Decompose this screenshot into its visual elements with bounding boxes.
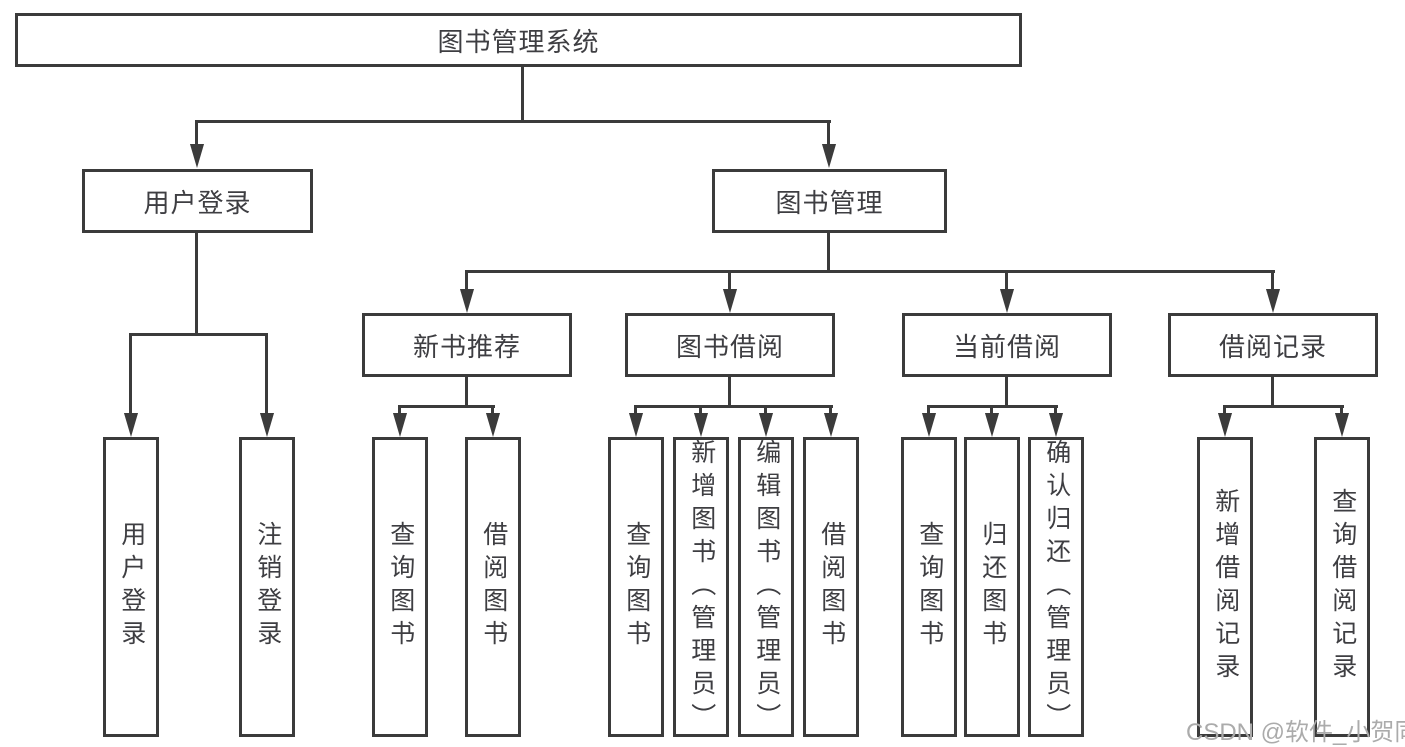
connector-line — [129, 333, 132, 415]
leaf-return-books-label: 归还图书 — [978, 521, 1007, 653]
arrow-down-icon — [921, 413, 937, 437]
arrow-down-icon — [459, 289, 475, 313]
connector-line — [195, 233, 198, 335]
leaf-confirm-return-admin: 确认归还（管理员） — [1028, 437, 1084, 737]
connector-line — [1223, 405, 1344, 408]
connector-line — [1005, 377, 1008, 408]
connector-line — [764, 405, 767, 417]
leaf-edit-books-admin: 编辑图书（管理员） — [738, 437, 794, 737]
connector-line — [265, 333, 268, 415]
connector-line — [829, 405, 832, 417]
arrow-down-icon — [1334, 413, 1350, 437]
node-user-login: 用户登录 — [82, 169, 313, 233]
node-book-borrow-label: 图书借阅 — [675, 331, 784, 362]
leaf-borrow-books-recommend-label: 借阅图书 — [479, 521, 508, 653]
node-user-login-label: 用户登录 — [143, 187, 252, 218]
arrow-down-icon — [984, 413, 1000, 437]
connector-line — [827, 233, 830, 272]
arrow-down-icon — [1048, 413, 1064, 437]
arrow-down-icon — [259, 413, 275, 437]
connector-line — [634, 405, 637, 417]
node-book-borrow: 图书借阅 — [625, 313, 835, 377]
connector-line — [728, 377, 731, 408]
leaf-query-books-current: 查询图书 — [901, 437, 957, 737]
arrow-down-icon — [821, 144, 837, 168]
arrow-down-icon — [1217, 413, 1233, 437]
leaf-query-borrow-record-label: 查询借阅记录 — [1328, 488, 1357, 686]
connector-line — [465, 270, 1275, 273]
arrow-down-icon — [1265, 289, 1281, 313]
leaf-borrow-books-recommend: 借阅图书 — [465, 437, 521, 737]
connector-line — [1271, 270, 1274, 291]
leaf-query-books-borrow: 查询图书 — [608, 437, 664, 737]
node-current-borrow-label: 当前借阅 — [952, 331, 1061, 362]
connector-line — [465, 270, 468, 291]
leaf-query-borrow-record: 查询借阅记录 — [1314, 437, 1370, 737]
arrow-down-icon — [628, 413, 644, 437]
connector-line — [1223, 405, 1226, 417]
connector-line — [1340, 405, 1343, 417]
connector-line — [195, 120, 198, 148]
node-new-book-recommend: 新书推荐 — [362, 313, 572, 377]
node-borrow-records-label: 借阅记录 — [1218, 331, 1327, 362]
connector-line — [129, 333, 268, 336]
leaf-query-books-current-label: 查询图书 — [915, 521, 944, 653]
connector-line — [398, 405, 495, 408]
node-root-label: 图书管理系统 — [437, 26, 600, 57]
arrow-down-icon — [758, 413, 774, 437]
node-borrow-records: 借阅记录 — [1168, 313, 1378, 377]
connector-line — [521, 67, 524, 123]
connector-line — [491, 405, 494, 417]
arrow-down-icon — [123, 413, 139, 437]
leaf-user-login-label: 用户登录 — [117, 521, 146, 653]
arrow-down-icon — [999, 289, 1015, 313]
leaf-add-books-admin: 新增图书（管理员） — [673, 437, 729, 737]
connector-line — [699, 405, 702, 417]
arrow-down-icon — [693, 413, 709, 437]
leaf-logout: 注销登录 — [239, 437, 295, 737]
node-new-book-recommend-label: 新书推荐 — [412, 331, 521, 362]
connector-line — [728, 270, 731, 291]
arrow-down-icon — [189, 144, 205, 168]
leaf-add-borrow-record: 新增借阅记录 — [1197, 437, 1253, 737]
leaf-add-borrow-record-label: 新增借阅记录 — [1211, 488, 1240, 686]
connector-line — [634, 405, 833, 408]
leaf-borrow-books: 借阅图书 — [803, 437, 859, 737]
node-current-borrow: 当前借阅 — [902, 313, 1112, 377]
leaf-edit-books-admin-label: 编辑图书（管理员） — [752, 438, 781, 736]
arrow-down-icon — [392, 413, 408, 437]
node-root: 图书管理系统 — [15, 13, 1022, 67]
node-book-management: 图书管理 — [712, 169, 947, 233]
connector-line — [827, 120, 830, 148]
leaf-confirm-return-admin-label: 确认归还（管理员） — [1042, 438, 1071, 736]
leaf-query-books-recommend-label: 查询图书 — [386, 521, 415, 653]
connector-line — [195, 120, 831, 123]
leaf-logout-label: 注销登录 — [253, 521, 282, 653]
csdn-watermark: CSDN @软件_小贺同学 — [1186, 719, 1405, 746]
arrow-down-icon — [485, 413, 501, 437]
connector-line — [1054, 405, 1057, 417]
arrow-down-icon — [722, 289, 738, 313]
connector-line — [927, 405, 930, 417]
leaf-borrow-books-label: 借阅图书 — [817, 521, 846, 653]
leaf-add-books-admin-label: 新增图书（管理员） — [687, 438, 716, 736]
connector-line — [465, 377, 468, 408]
arrow-down-icon — [823, 413, 839, 437]
connector-line — [1271, 377, 1274, 408]
node-book-management-label: 图书管理 — [775, 187, 884, 218]
leaf-return-books: 归还图书 — [964, 437, 1020, 737]
connector-line — [990, 405, 993, 417]
leaf-query-books-borrow-label: 查询图书 — [622, 521, 651, 653]
connector-line — [398, 405, 401, 417]
connector-line — [1005, 270, 1008, 291]
leaf-query-books-recommend: 查询图书 — [372, 437, 428, 737]
leaf-user-login: 用户登录 — [103, 437, 159, 737]
